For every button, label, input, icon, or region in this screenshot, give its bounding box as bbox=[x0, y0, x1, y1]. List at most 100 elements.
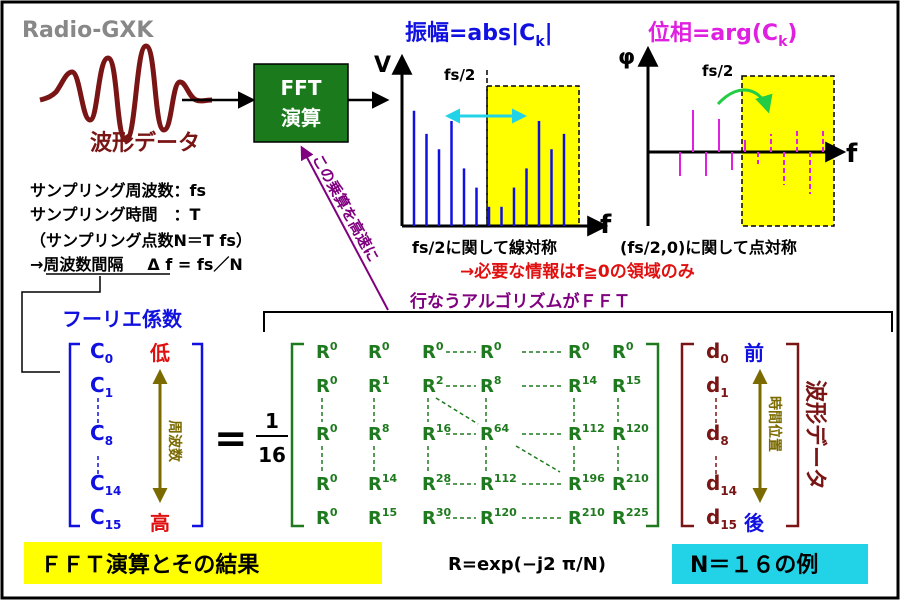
interval-connector bbox=[21, 276, 101, 373]
coefficient-c14: C14 bbox=[90, 471, 121, 498]
data-bracket-left bbox=[680, 342, 694, 528]
matrix-cell: R15 bbox=[368, 506, 397, 529]
phase-x-label: f bbox=[846, 139, 858, 169]
matrix-cell: R112 bbox=[568, 422, 605, 445]
matrix-cell: R28 bbox=[422, 472, 451, 495]
coefficient-c8: C8 bbox=[90, 421, 113, 448]
coeff-bracket-left bbox=[68, 342, 80, 528]
freq-axis-label: 周波数 bbox=[166, 420, 183, 463]
matrix-cell: R0 bbox=[368, 340, 390, 363]
footer-left-box bbox=[24, 542, 382, 584]
data-sample-d15: d15 bbox=[706, 505, 737, 532]
phase-title: 位相=arg(Ck) bbox=[648, 20, 797, 50]
equals-sign: = bbox=[214, 416, 248, 462]
amplitude-caption: fs/2に関して線対称 bbox=[412, 238, 557, 257]
sampling-time-line: サンプリング時間 ：T bbox=[30, 205, 201, 224]
time-back-label: 後 bbox=[744, 511, 765, 535]
matrix-cell: R225 bbox=[612, 506, 649, 529]
matrix-cell: R0 bbox=[480, 340, 502, 363]
fast-mult-arrow bbox=[300, 145, 389, 311]
matrix-cell: R0 bbox=[612, 340, 634, 363]
phase-bars bbox=[679, 110, 824, 194]
data-bracket-right bbox=[786, 342, 800, 528]
fft-block-line2: 演算 bbox=[281, 106, 321, 130]
matrix-cell: R0 bbox=[316, 472, 338, 495]
matrix-cell: R120 bbox=[612, 422, 649, 445]
data-sample-d0: d0 bbox=[706, 339, 729, 366]
matrix-cell: R64 bbox=[480, 422, 510, 445]
coeff-bracket-right bbox=[192, 342, 204, 528]
matrix-cell: R14 bbox=[568, 374, 598, 397]
amplitude-bars bbox=[412, 110, 566, 226]
fourier-coeff-title: フーリエ係数 bbox=[62, 307, 183, 331]
matrix-cell: R0 bbox=[422, 340, 444, 363]
algorithm-label: 行なうアルゴリズムがＦＦＴ bbox=[409, 291, 631, 312]
phase-caption: (fs/2,0)に関して点対称 bbox=[620, 238, 797, 257]
matrix-cell: R30 bbox=[422, 506, 452, 529]
fraction-numerator: 1 bbox=[265, 409, 279, 433]
matrix-cell: R0 bbox=[568, 340, 590, 363]
matrix-cell: R210 bbox=[568, 506, 605, 529]
amplitude-chart: 振幅=abs|Ck| fs/2 V f bbox=[374, 21, 612, 240]
formula-r: R=exp(−j2 π/N) bbox=[448, 554, 606, 575]
matrix-cell: R2 bbox=[422, 374, 444, 397]
freq-low-label: 低 bbox=[149, 341, 170, 365]
data-sample-d1: d1 bbox=[706, 373, 729, 400]
phase-half-marker: fs/2 bbox=[702, 62, 733, 80]
waveform-curve bbox=[39, 43, 213, 143]
fft-block bbox=[253, 63, 349, 143]
coefficient-c0: C0 bbox=[90, 339, 113, 366]
fraction-denominator: 16 bbox=[258, 443, 286, 467]
matrix-cell: R15 bbox=[612, 374, 641, 397]
amplitude-x-label: f bbox=[600, 210, 612, 240]
point-symmetry-arrow bbox=[716, 88, 773, 114]
waveform-label: 波形データ bbox=[90, 130, 200, 156]
time-axis-label: 時間位置 bbox=[766, 396, 783, 452]
matrix-cell: R120 bbox=[480, 506, 517, 529]
matrix-cell: R8 bbox=[480, 374, 502, 397]
fast-mult-label: この乗算を高速に bbox=[309, 151, 383, 265]
matrix-diagonal-connector bbox=[515, 445, 561, 473]
data-sample-d8: d8 bbox=[706, 421, 729, 448]
matrix-cell: R0 bbox=[316, 506, 338, 529]
data-sample-d14: d14 bbox=[706, 471, 737, 498]
waveform-data-vertical: 波形データ bbox=[802, 380, 828, 490]
algorithm-bracket bbox=[263, 311, 893, 332]
amplitude-y-label: V bbox=[374, 53, 391, 78]
matrix-cell: R0 bbox=[316, 422, 338, 445]
freq-high-label: 高 bbox=[150, 511, 170, 535]
footer-right-text: N＝１６の例 bbox=[690, 553, 818, 578]
matrix-bracket-left bbox=[290, 342, 304, 528]
matrix-cell: R16 bbox=[422, 422, 452, 445]
footer-right-box bbox=[672, 544, 868, 584]
matrix-cell: R0 bbox=[316, 340, 338, 363]
sampling-points-line: （サンプリング点数N＝T fs） bbox=[30, 231, 252, 250]
matrix-cell: R210 bbox=[612, 472, 649, 495]
footer-left-text: ＦＦＴ演算とその結果 bbox=[40, 552, 259, 578]
time-front-label: 前 bbox=[744, 341, 764, 365]
positive-freq-note: →必要な情報はf≧0の領域のみ bbox=[460, 261, 695, 282]
matrix-cell: R0 bbox=[316, 374, 338, 397]
coefficient-c1: C1 bbox=[90, 373, 113, 400]
matrix-cell: R8 bbox=[368, 422, 390, 445]
phase-y-label: φ bbox=[618, 45, 635, 70]
matrix-cell: R1 bbox=[368, 374, 390, 397]
phase-chart: 位相=arg(Ck) fs/2 φ f bbox=[618, 20, 858, 227]
coefficient-c15: C15 bbox=[90, 505, 121, 532]
amplitude-half-marker: fs/2 bbox=[444, 66, 475, 84]
matrix-cell: R196 bbox=[568, 472, 605, 495]
sampling-freq-line: サンプリング周波数：fs bbox=[30, 181, 206, 200]
matrix-cell: R14 bbox=[368, 472, 398, 495]
matrix-cell: R112 bbox=[480, 472, 517, 495]
matrix-bracket-right bbox=[646, 342, 660, 528]
fft-block-line1: FFT bbox=[281, 76, 322, 100]
sampling-notes: サンプリング周波数：fs サンプリング時間 ：T （サンプリング点数N＝T fs… bbox=[30, 181, 252, 275]
amplitude-title: 振幅=abs|Ck| bbox=[405, 21, 553, 50]
matrix-diagonal-connector bbox=[435, 397, 479, 425]
